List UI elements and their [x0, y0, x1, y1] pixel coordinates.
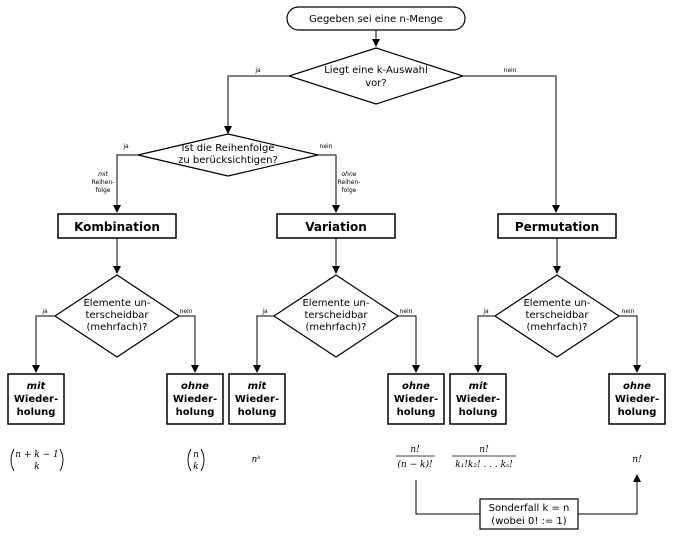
fraction-denominator: k₁!k₂! . . . kₛ!: [455, 460, 513, 470]
connector: [415, 480, 480, 515]
yes-label: ja: [122, 143, 129, 150]
leaf-line2: Wieder-: [394, 394, 438, 405]
connector: [463, 75, 560, 213]
label-variation: Variation: [305, 220, 367, 234]
decision-k-selection: [287, 47, 465, 105]
special-case-box: [479, 498, 579, 530]
leaf-line3: holung: [397, 407, 436, 418]
connector: [179, 315, 199, 373]
distinct-v-line2: terscheidbar: [304, 310, 368, 321]
special-case-line1: Sonderfall k = n: [489, 503, 570, 514]
leaf-var-ohne: ohne Wieder- holung: [387, 373, 445, 425]
leaf-komb-mit: mit Wieder- holung: [7, 373, 65, 425]
leaf-line3: holung: [238, 407, 277, 418]
fraction-numerator: n!: [479, 445, 489, 455]
no-label: nein: [320, 143, 333, 150]
special-case-line2: (wobei 0! := 1): [491, 516, 566, 527]
box-permutation: [497, 213, 617, 239]
distinct-p-line3: (mehrfach)?: [527, 322, 588, 333]
connector: [224, 75, 289, 134]
leaf-line2: Wieder-: [456, 394, 500, 405]
leaf-var-mit: mit Wieder- holung: [228, 373, 286, 425]
no-label: nein: [180, 308, 193, 315]
yes-label: ja: [254, 67, 261, 74]
leaf-line2: Wieder-: [615, 394, 659, 405]
connector: [113, 154, 138, 213]
without-order-label-3: folge: [342, 187, 357, 194]
label-kombination: Kombination: [74, 220, 160, 234]
leaf-line2: Wieder-: [173, 394, 217, 405]
without-order-label-1: ohne: [342, 171, 357, 178]
decision-distinct-kombination: [53, 274, 181, 358]
connector: [253, 315, 274, 373]
decision-order-line1: Ist die Reihenfolge: [182, 143, 275, 154]
binom-top: n + k − 1: [15, 450, 59, 460]
distinct-v-line1: Elemente un-: [302, 298, 369, 309]
decision-k-line2: vor?: [365, 78, 386, 89]
leaf-line1: ohne: [623, 381, 651, 392]
start-text: Gegeben sei eine n-Menge: [309, 14, 443, 25]
decision-distinct-permutation: [493, 274, 621, 358]
decision-order: [137, 133, 319, 177]
fraction-numerator: n!: [410, 445, 420, 455]
without-order-label-2: Reihen-: [338, 179, 361, 186]
leaf-komb-ohne: ohne Wieder- holung: [166, 373, 224, 425]
label-permutation: Permutation: [515, 220, 599, 234]
box-kombination: [57, 213, 177, 239]
connector: [578, 474, 641, 515]
leaf-perm-ohne: ohne Wieder- holung: [608, 373, 666, 425]
formula-var-ohne: n! (n − k)!: [396, 445, 435, 470]
no-label: nein: [504, 67, 517, 74]
yes-label: ja: [482, 308, 489, 315]
connector: [318, 154, 340, 213]
fraction-denominator: (n − k)!: [397, 459, 433, 470]
leaf-line3: holung: [459, 407, 498, 418]
leaf-line1: ohne: [402, 381, 430, 392]
box-variation: [276, 213, 396, 239]
leaf-line3: holung: [176, 407, 215, 418]
yes-label: ja: [41, 308, 48, 315]
binom-bottom: k: [34, 462, 39, 472]
distinct-v-line3: (mehrfach)?: [306, 322, 367, 333]
yes-label: ja: [261, 308, 268, 315]
distinct-k-line2: terscheidbar: [85, 310, 149, 321]
leaf-line1: mit: [248, 381, 268, 392]
leaf-perm-mit: mit Wieder- holung: [449, 373, 507, 425]
decision-order-line2: zu berücksichtigen?: [178, 155, 278, 166]
leaf-line3: holung: [618, 407, 657, 418]
leaf-line1: mit: [27, 381, 47, 392]
with-order-label-3: folge: [96, 187, 111, 194]
distinct-p-line2: terscheidbar: [525, 310, 589, 321]
distinct-k-line1: Elemente un-: [83, 298, 150, 309]
leaf-line3: holung: [17, 407, 56, 418]
decision-k-line1: Liegt eine k-Auswahl: [324, 65, 428, 76]
distinct-p-line1: Elemente un-: [523, 298, 590, 309]
binom-top: n: [193, 450, 199, 460]
leaf-line2: Wieder-: [14, 394, 58, 405]
formula-perm-ohne: n!: [632, 455, 642, 465]
leaf-line1: ohne: [181, 381, 209, 392]
no-label: nein: [400, 308, 413, 315]
connector: [398, 315, 420, 373]
distinct-k-line3: (mehrfach)?: [87, 322, 148, 333]
connector: [32, 315, 55, 373]
leaf-line2: Wieder-: [235, 394, 279, 405]
connector: [619, 315, 641, 373]
leaf-line1: mit: [469, 381, 489, 392]
formula-var-mit: nᵏ: [251, 455, 261, 465]
binom-bottom: k: [193, 462, 198, 472]
formula-komb-mit: n + k − 1 k: [10, 448, 64, 472]
with-order-label-2: Reihen-: [92, 179, 115, 186]
with-order-label-1: mit: [98, 171, 109, 178]
formula-komb-ohne: n k: [187, 448, 205, 472]
decision-distinct-variation: [272, 274, 400, 358]
connector: [474, 315, 495, 373]
no-label: nein: [622, 308, 635, 315]
formula-perm-mit: n! k₁!k₂! . . . kₛ!: [452, 445, 516, 470]
